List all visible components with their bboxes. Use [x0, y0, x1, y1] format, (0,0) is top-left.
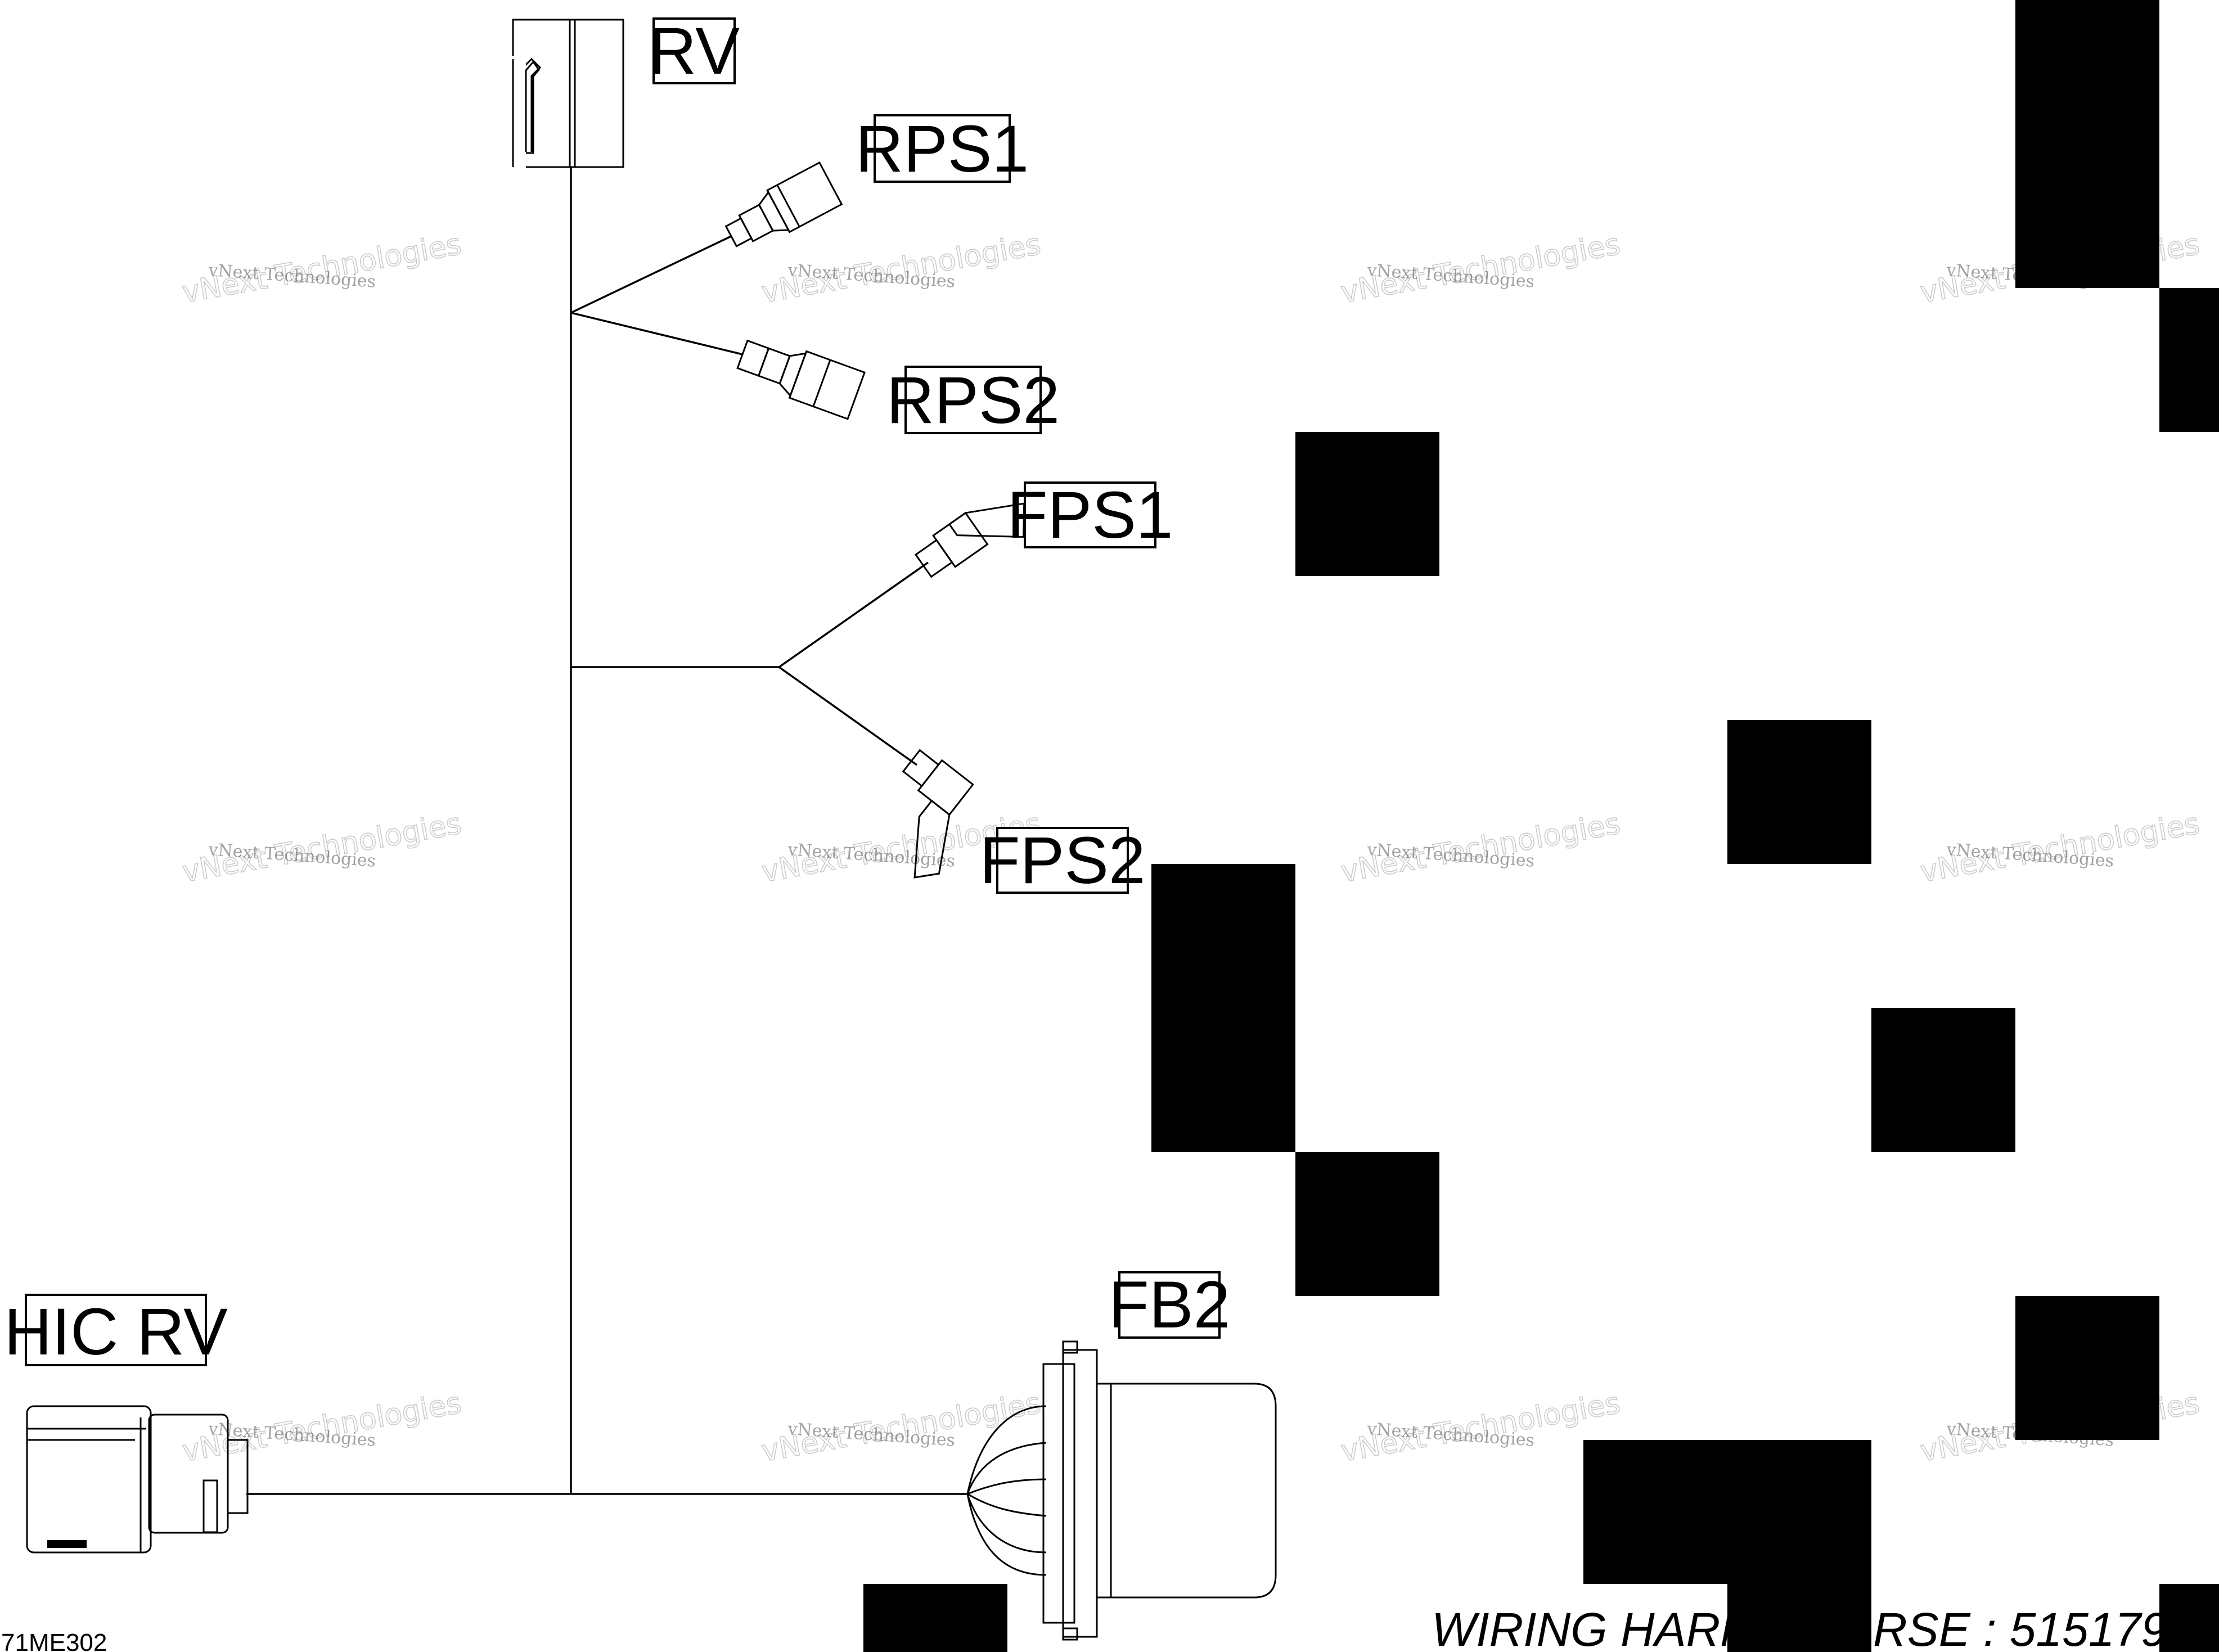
redaction-block: [1583, 1440, 1871, 1584]
fps1-wire: [778, 561, 929, 668]
redaction-block: [2159, 1584, 2219, 1652]
svg-text:RV: RV: [649, 14, 740, 88]
redaction-block: [863, 1584, 1007, 1652]
rps2-wire: [570, 312, 743, 355]
rv-connector: [509, 19, 624, 169]
redaction-block: [2159, 288, 2219, 432]
svg-text:FPS1: FPS1: [1007, 478, 1173, 552]
fb2-connector: [966, 1340, 1277, 1641]
redaction-block: [1295, 432, 1439, 576]
svg-text:FB2: FB2: [1109, 1268, 1230, 1342]
rv-label-box: RV: [649, 14, 740, 88]
rps1-wire: [570, 235, 732, 314]
watermark: vNext Technologies vNext Technologies: [759, 227, 1044, 310]
watermark: vNext Technologies vNext Technologies: [1918, 807, 2203, 890]
svg-text:RPS1: RPS1: [856, 112, 1029, 186]
redaction-block: [2015, 1296, 2159, 1440]
fb2-label-box: FB2: [1109, 1268, 1230, 1342]
redaction-block: [1727, 1584, 1871, 1652]
rps2-connector: [736, 339, 866, 420]
redaction-block: [1727, 720, 1871, 864]
watermark: vNext Technologies vNext Technologies: [179, 807, 465, 890]
watermark: vNext Technologies vNext Technologies: [1338, 807, 1623, 890]
watermark: vNext Technologies vNext Technologies: [179, 1386, 465, 1469]
rps1-connector: [724, 161, 843, 247]
harness-title-right: RSE : 5151794: [1873, 1603, 2194, 1652]
watermark: vNext Technologies vNext Technologies: [1338, 1386, 1623, 1469]
watermark: vNext Technologies vNext Technologies: [1338, 227, 1623, 310]
redaction-block: [1295, 1152, 1439, 1296]
watermark: vNext Technologies vNext Technologies: [179, 227, 465, 310]
fps2-connector: [902, 749, 974, 879]
svg-text:RPS2: RPS2: [886, 363, 1060, 438]
watermark: vNext Technologies vNext Technologies: [759, 1386, 1044, 1469]
part-code: 71ME302: [1, 1629, 107, 1652]
redaction-blocks: [863, 0, 2219, 1652]
svg-text:HIC RV: HIC RV: [4, 1295, 228, 1369]
rps2-label-box: RPS2: [886, 363, 1060, 438]
redaction-block: [2015, 0, 2159, 288]
svg-text:FPS2: FPS2: [979, 823, 1145, 898]
harness-wires: [246, 166, 967, 1495]
fps2-label-box: FPS2: [979, 823, 1145, 898]
footer: 71ME302 WIRING HARNES RSE : 5151794: [1, 1584, 2219, 1652]
fps2-wire: [778, 666, 918, 766]
redaction-block: [1151, 864, 1295, 1152]
rps1-label-box: RPS1: [856, 112, 1029, 186]
fps1-label-box: FPS1: [1007, 478, 1173, 552]
hic-rv-label-box: HIC RV: [4, 1294, 228, 1369]
hic-rv-connector: [26, 1405, 249, 1554]
redaction-block: [1871, 1008, 2015, 1152]
